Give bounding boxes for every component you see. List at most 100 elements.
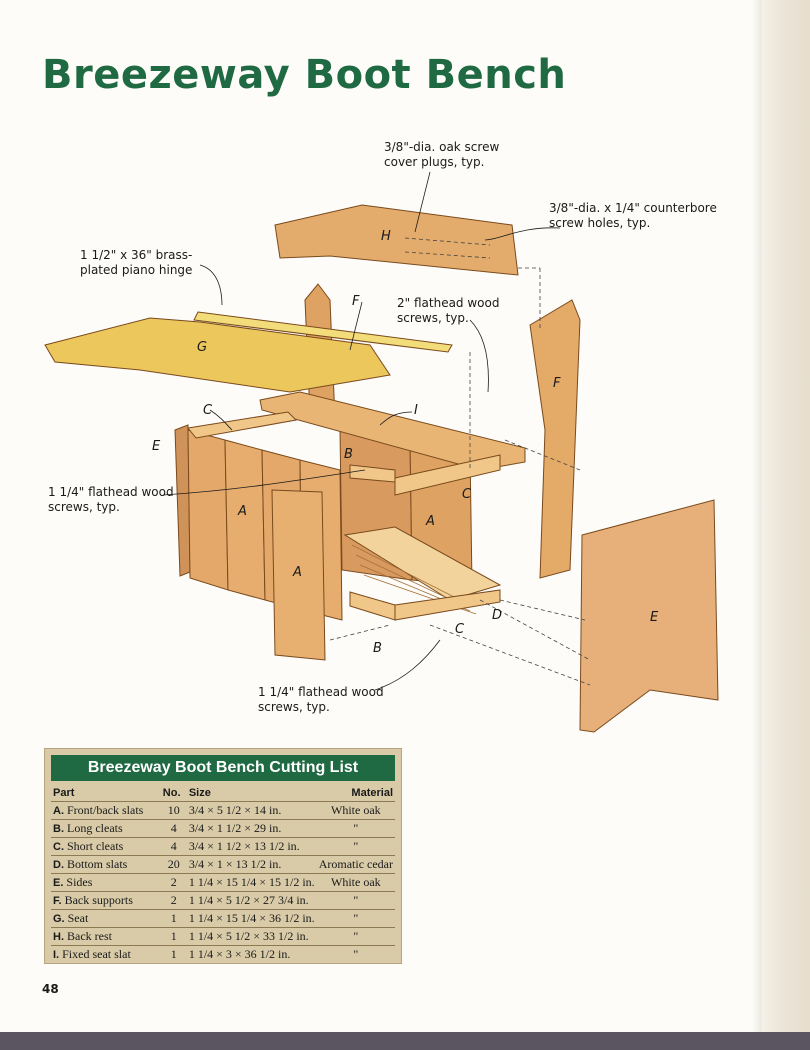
callout-line: 2" flathead wood [397,296,500,310]
row-no: 1 [160,945,187,963]
row-material: " [316,927,395,946]
callout-line: screws, typ. [48,500,120,514]
callout-line: 3/8"-dia. x 1/4" counterbore [549,201,717,215]
side-e-right [579,499,719,733]
cutting-list-table: Part No. Size Material A. Front/back sla… [51,785,395,963]
part-label-i: I [414,403,418,418]
back-rest-h [274,204,519,276]
row-no: 4 [160,819,187,838]
callout-counterbore-holes: 3/8"-dia. x 1/4" counterbore screw holes… [549,201,717,231]
row-part: Front/back slats [67,803,144,817]
back-support-f-right [529,299,581,579]
part-label-g: G [197,340,208,355]
row-material: " [316,891,395,910]
callout-line: cover plugs, typ. [384,155,485,169]
row-letter: D. [53,859,64,871]
cutting-list: Breezeway Boot Bench Cutting List Part N… [44,748,402,964]
row-no: 20 [160,855,187,874]
long-cleat-b-bottom [349,591,396,621]
callout-screw-cover-plugs: 3/8"-dia. oak screw cover plugs, typ. [384,140,499,170]
part-label-c-bottom: C [455,622,465,637]
part-label-f-rear: F [352,294,360,309]
part-label-a-left: A [238,504,247,519]
part-label-c-mid: C [462,487,472,502]
table-row: G. Seat 1 1 1/4 × 15 1/4 × 36 1/2 in. " [51,909,395,928]
row-size: 1 1/4 × 3 × 36 1/2 in. [186,945,317,963]
short-cleat-c-mid [394,454,501,496]
table-row: A. Front/back slats 10 3/4 × 5 1/2 × 14 … [51,801,395,820]
row-part: Short cleats [67,839,124,853]
row-part: Back rest [67,929,112,943]
page-title: Breezeway Boot Bench [42,52,567,98]
row-no: 4 [160,837,187,856]
slat-a-back-1 [187,429,229,591]
row-no: 2 [160,891,187,910]
table-header-row: Part No. Size Material [51,785,395,802]
short-cleat-c-top [187,411,298,439]
row-part: Bottom slats [67,857,128,871]
row-material: " [316,909,395,928]
row-part: Fixed seat slat [62,947,131,961]
page-number: 48 [42,982,59,996]
row-letter: A. [53,805,64,817]
callout-line: plated piano hinge [80,263,193,277]
piano-hinge [193,311,453,353]
row-part: Seat [67,911,89,925]
row-no: 1 [160,927,187,946]
page-gutter-shadow [752,0,762,1050]
part-label-e-right: E [650,610,659,625]
callout-line: 1 1/2" x 36" brass- [80,248,193,262]
table-row: I. Fixed seat slat 1 1 1/4 × 3 × 36 1/2 … [51,945,395,963]
seat-g [44,317,391,393]
callout-piano-hinge: 1 1/2" x 36" brass- plated piano hinge [80,248,192,278]
part-label-h: H [381,229,391,244]
cutting-list-title: Breezeway Boot Bench Cutting List [51,755,395,781]
row-no: 2 [160,873,187,892]
row-part: Back supports [64,893,133,907]
part-label-b-bottom: B [373,641,382,656]
table-row: E. Sides 2 1 1/4 × 15 1/4 × 15 1/2 in. W… [51,873,395,892]
callout-line: 1 1/4" flathead wood [48,485,174,499]
page-edge [762,0,810,1050]
table-row: D. Bottom slats 20 3/4 × 1 × 13 1/2 in. … [51,855,395,874]
row-size: 1 1/4 × 15 1/4 × 15 1/2 in. [186,873,317,892]
fixed-seat-slat-i [259,391,526,471]
bottom-bar [0,1032,810,1050]
table-row: H. Back rest 1 1 1/4 × 5 1/2 × 33 1/2 in… [51,927,395,946]
part-label-d: D [492,608,503,623]
slat-a-front [271,489,326,661]
row-no: 10 [160,801,187,820]
row-letter: E. [53,877,64,889]
row-letter: H. [53,931,64,943]
table-row: C. Short cleats 4 3/4 × 1 1/2 × 13 1/2 i… [51,837,395,856]
row-material: White oak [316,801,395,820]
header-part: Part [53,787,75,799]
table-row: F. Back supports 2 1 1/4 × 5 1/2 × 27 3/… [51,891,395,910]
callout-line: screws, typ. [397,311,469,325]
part-label-e-left: E [152,439,161,454]
row-size: 3/4 × 5 1/2 × 14 in. [186,801,317,820]
callout-left-screws: 1 1/4" flathead wood screws, typ. [48,485,174,515]
row-letter: B. [53,823,64,835]
row-material: " [316,819,395,838]
row-size: 3/4 × 1 × 13 1/2 in. [186,855,317,874]
callout-line: 1 1/4" flathead wood [258,685,384,699]
callout-line: screws, typ. [258,700,330,714]
row-size: 3/4 × 1 1/2 × 29 in. [186,819,317,838]
row-letter: G. [53,913,65,925]
header-size: Size [188,787,211,799]
row-material: " [316,945,395,963]
table-row: B. Long cleats 4 3/4 × 1 1/2 × 29 in. " [51,819,395,838]
part-label-f-right: F [553,376,561,391]
header-no: No. [162,787,181,799]
row-part: Long cleats [67,821,123,835]
row-size: 1 1/4 × 5 1/2 × 33 1/2 in. [186,927,317,946]
row-letter: I. [53,949,60,961]
callout-line: 3/8"-dia. oak screw [384,140,500,154]
part-label-b-mid: B [344,447,353,462]
bottom-slats-d [343,526,502,601]
row-size: 1 1/4 × 5 1/2 × 27 3/4 in. [186,891,317,910]
row-part: Sides [66,875,93,889]
callout-bottom-screws: 1 1/4" flathead wood screws, typ. [258,685,384,715]
